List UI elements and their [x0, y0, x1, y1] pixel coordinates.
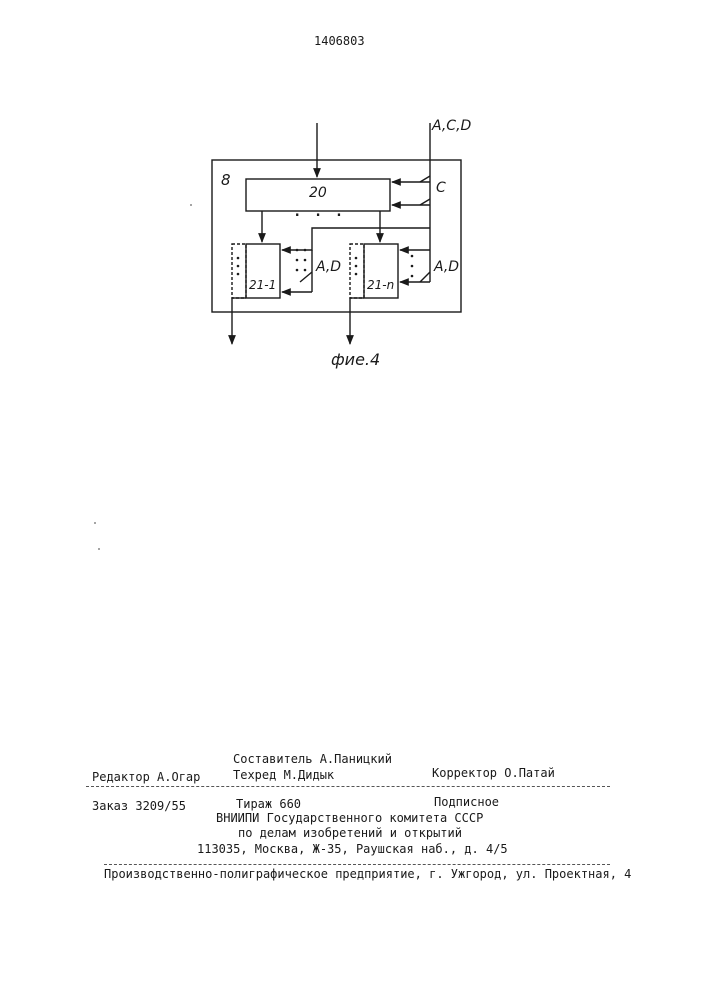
label-acd: A,C,D — [432, 118, 471, 134]
footer-rule-1 — [86, 786, 610, 787]
compiler-line: Составитель А.Паницкий — [233, 752, 392, 766]
order-line: Заказ 3209/55 — [92, 799, 186, 813]
label-c: C — [436, 180, 446, 196]
block-diagram — [0, 0, 707, 400]
footer-rule-2 — [104, 864, 610, 865]
techred-line: Техред М.Дидык — [233, 768, 334, 782]
figure-caption: фие.4 — [331, 350, 380, 369]
corrector-line: Корректор О.Патай — [432, 766, 555, 780]
org-line-1: ВНИИПИ Государственного комитета СССР — [216, 811, 483, 825]
label-8: 8 — [221, 171, 231, 189]
block-21-n-leftpart — [350, 244, 364, 298]
printer-line: Производственно-полиграфическое предприя… — [104, 867, 631, 881]
dots-between: . . . — [293, 204, 345, 220]
label-ad-n: A,D — [434, 259, 459, 275]
label-21-n: 21-n — [367, 278, 394, 292]
circulation-line: Тираж 660 — [236, 797, 301, 811]
label-21-1: 21-1 — [249, 278, 276, 292]
editor-line: Редактор А.Огар — [92, 770, 200, 784]
org-line-2: по делам изобретений и открытий — [238, 826, 462, 840]
block-21-1-leftpart — [232, 244, 246, 298]
subscription-line: Подписное — [434, 795, 499, 809]
label-20: 20 — [309, 185, 327, 201]
address-line: 113035, Москва, Ж-35, Раушская наб., д. … — [197, 842, 508, 856]
label-ad-1: A,D — [316, 259, 341, 275]
